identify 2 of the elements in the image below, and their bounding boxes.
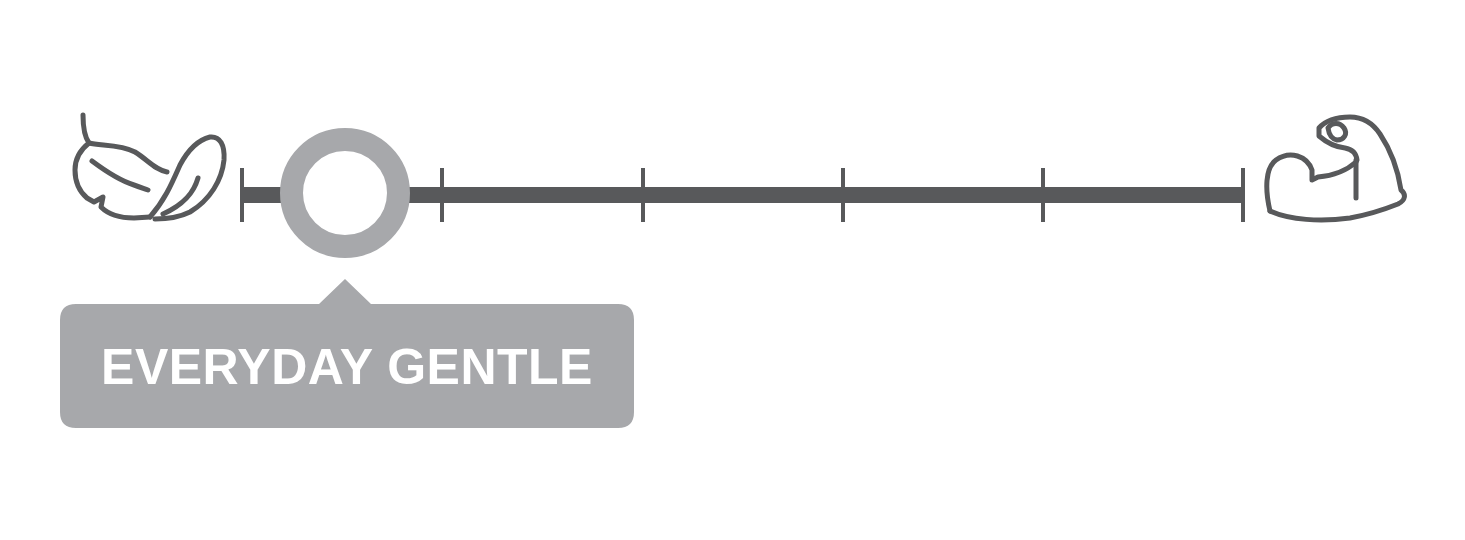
tooltip-callout [60, 279, 634, 428]
tooltip-label: EVERYDAY GENTLE [100, 339, 594, 395]
